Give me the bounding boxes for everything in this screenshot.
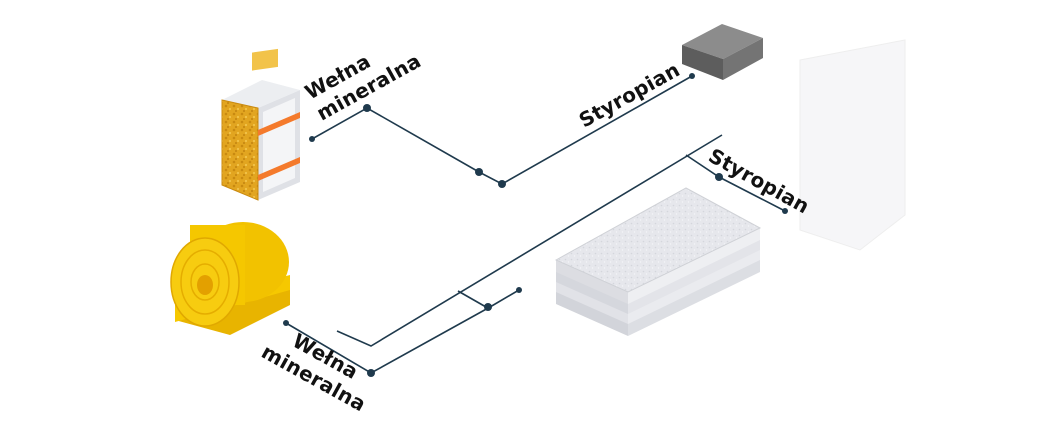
connector-branch [457, 290, 487, 308]
mineral-wool-block-icon [221, 48, 300, 201]
styrofoam-block-icon [682, 24, 763, 80]
styrofoam-stack-icon [554, 187, 762, 336]
background-shape [799, 39, 906, 251]
mineral-wool-roll-icon [170, 222, 290, 335]
connector-nodes [283, 73, 788, 377]
connector-bottom-left [285, 289, 520, 374]
label-top-right: Styropian [575, 57, 684, 132]
connector-bottom [336, 134, 723, 347]
